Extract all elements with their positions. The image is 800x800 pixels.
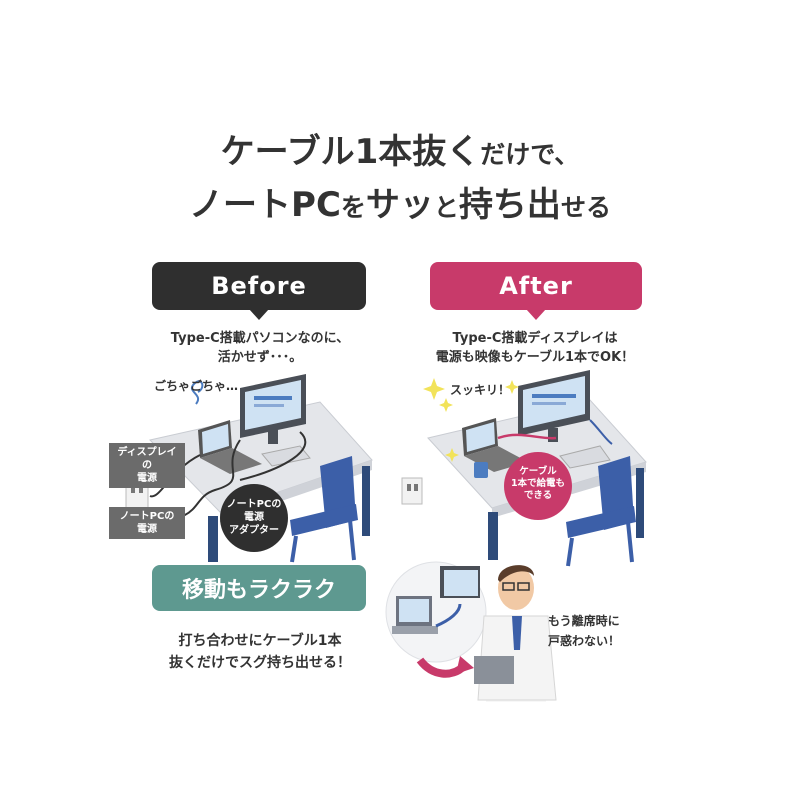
headline-line2-a: ノートPC xyxy=(189,185,341,225)
after-typec-cable xyxy=(497,433,557,440)
cable-line2: 1本で給電も xyxy=(510,478,566,489)
adapter-label: ノートPCの 電源 アダプター xyxy=(222,498,286,537)
speech-line2: 戸惑わない！ xyxy=(548,634,621,648)
headline-line2-b: を xyxy=(340,193,366,222)
messy-squiggle-icon xyxy=(191,380,204,405)
clean-text: スッキリ！ xyxy=(450,383,511,397)
after-caption-line1: Type-C搭載ディスプレイは xyxy=(452,331,618,346)
pc-power-label: ノートPCの 電源 xyxy=(109,507,185,539)
before-label: Before xyxy=(152,262,366,320)
pc-power-line2: 電源 xyxy=(137,524,157,535)
before-caption-line2: 活かせず･･･。 xyxy=(217,350,303,365)
before-caption: Type-C搭載パソコンなのに、 活かせず･･･。 xyxy=(140,329,380,367)
headline-line2-e: 持ち出 xyxy=(458,185,561,225)
display-power-label: ディスプレイの 電源 xyxy=(109,443,185,488)
headline-line2-f: せる xyxy=(560,193,611,222)
display-power-line1: ディスプレイの xyxy=(117,447,177,471)
adapter-line1: ノートPCの xyxy=(226,499,282,510)
cable-line3: できる xyxy=(523,490,553,501)
after-caption-line2: 電源も映像もケーブル1本でOK！ xyxy=(435,350,635,365)
after-desk-illustration xyxy=(401,370,647,567)
businessman-illustration xyxy=(474,565,557,702)
cable-badge-label: ケーブル 1本で給電も できる xyxy=(506,466,570,502)
adapter-line3: アダプター xyxy=(229,525,279,536)
move-caption-line2: 抜くだけでスグ持ち出せる！ xyxy=(169,655,351,671)
pc-power-line1: ノートPCの xyxy=(119,511,175,522)
carried-laptop xyxy=(474,656,514,684)
headline-line1-big: ケーブル1本抜く xyxy=(220,132,481,172)
speech-text: もう離席時に 戸惑わない！ xyxy=(548,611,620,651)
after-label: After xyxy=(430,262,642,320)
display-power-line2: 電源 xyxy=(137,473,157,484)
after-caption: Type-C搭載ディスプレイは 電源も映像もケーブル1本でOK！ xyxy=(410,329,660,367)
mug-icon xyxy=(474,462,488,478)
move-caption: 打ち合わせにケーブル1本 抜くだけでスグ持ち出せる！ xyxy=(130,630,390,674)
headline-line2-c: サッ xyxy=(365,185,434,225)
cable-line1: ケーブル xyxy=(519,466,557,477)
headline-line1-small: だけで、 xyxy=(480,140,580,169)
after-cable-badge xyxy=(504,452,572,520)
messy-text: ごちゃごちゃ… xyxy=(154,379,239,393)
before-adapter-badge xyxy=(220,484,288,552)
before-caption-line1: Type-C搭載パソコンなのに、 xyxy=(170,331,350,346)
unplug-zoom-circle xyxy=(385,561,487,678)
after-outlet xyxy=(401,477,423,505)
move-label: 移動もラクラク xyxy=(152,565,366,611)
headline-line2-d: と xyxy=(433,193,459,222)
move-caption-line1: 打ち合わせにケーブル1本 xyxy=(178,633,342,649)
adapter-line2: 電源 xyxy=(244,512,264,523)
sparkle-icon xyxy=(423,378,519,462)
headline: ケーブル1本抜くだけで、 ノートPCをサッと持ち出せる xyxy=(0,128,800,234)
speech-line1: もう離席時に xyxy=(548,614,620,628)
